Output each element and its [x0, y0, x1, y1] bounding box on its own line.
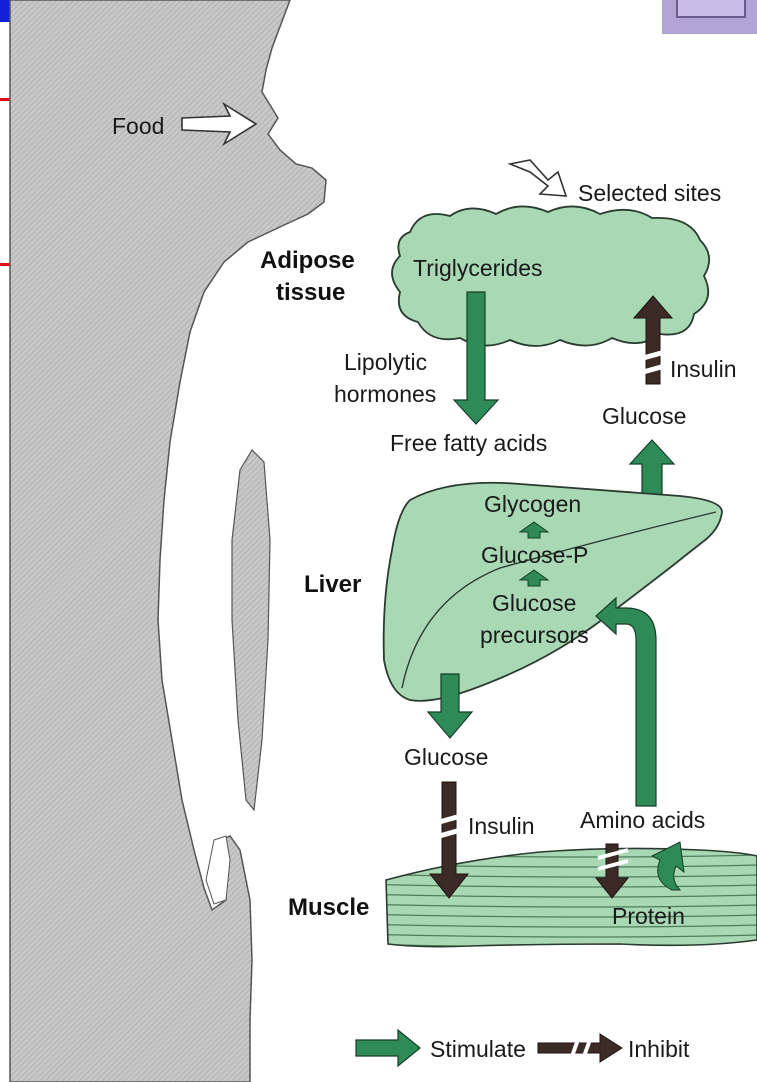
legend: Stimulate Inhibit [356, 1030, 690, 1066]
glycogen-label: Glycogen [484, 491, 581, 517]
glucose-p-label: Glucose-P [481, 542, 588, 568]
glucose-top-label: Glucose [602, 403, 686, 429]
body-silhouette [10, 0, 326, 1082]
food-label: Food [112, 113, 164, 139]
triglycerides-label: Triglycerides [413, 255, 543, 281]
glucose-precursors-label-line2: precursors [480, 622, 589, 648]
free-fatty-acids-label: Free fatty acids [390, 430, 547, 456]
glucose-precursors-label-line1: Glucose [492, 590, 576, 616]
adipose-label-line2: tissue [276, 279, 345, 306]
liver-label: Liver [304, 571, 361, 598]
muscle-label: Muscle [288, 894, 369, 921]
lipolytic-label-line1: Lipolytic [344, 349, 427, 375]
protein-label: Protein [612, 903, 685, 929]
legend-stimulate-label: Stimulate [430, 1036, 526, 1062]
insulin-bottom-label: Insulin [468, 813, 534, 839]
glucose-bottom-label: Glucose [404, 744, 488, 770]
stimulate-arrow-amino-to-precursors [596, 598, 656, 806]
legend-inhibit-label: Inhibit [628, 1036, 690, 1062]
selected-sites-arrow-icon [510, 160, 566, 196]
legend-stimulate-arrow-icon [356, 1030, 420, 1066]
amino-acids-label: Amino acids [580, 807, 705, 833]
arm-shape [232, 450, 270, 810]
lipolytic-label-line2: hormones [334, 381, 436, 407]
inhibit-arrow-glucose-to-muscle [430, 782, 468, 898]
selected-sites-label: Selected sites [578, 180, 721, 206]
hand-gap [206, 836, 230, 904]
adipose-label-line1: Adipose [260, 247, 355, 274]
insulin-top-label: Insulin [670, 356, 736, 382]
